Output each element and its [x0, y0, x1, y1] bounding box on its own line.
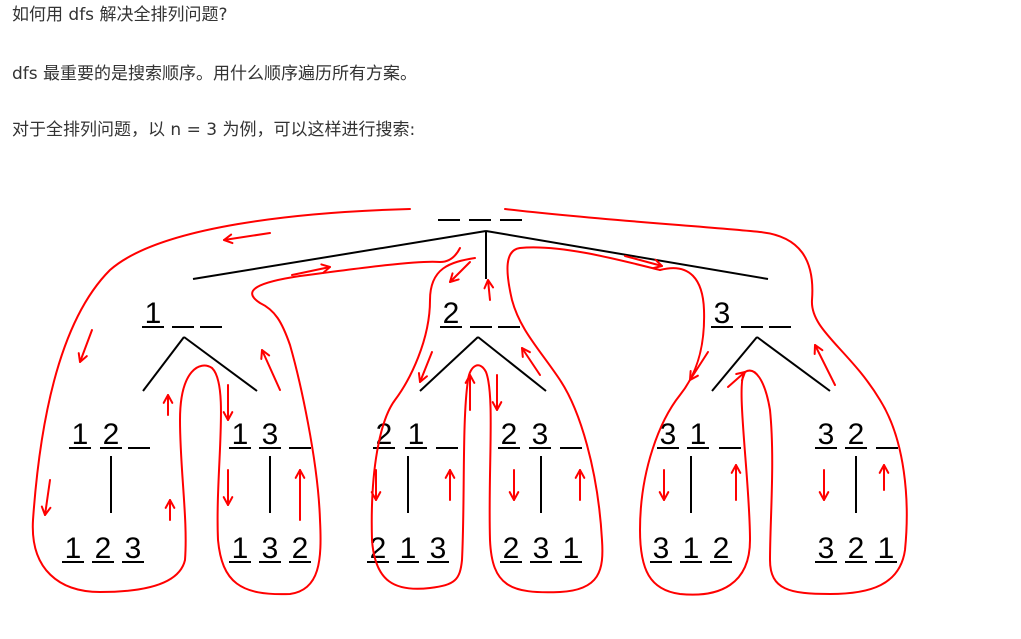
edge-l1-1-right: [183, 336, 258, 392]
edge-l1-1-left: [142, 336, 185, 392]
slot-digit: 1: [690, 418, 707, 451]
slot-digit: 1: [232, 532, 249, 565]
slot-digit: 1: [400, 532, 417, 565]
traversal-direction-arrow: [813, 344, 836, 386]
slot-digit: 1: [683, 532, 700, 565]
traversal-direction-arrow: [77, 329, 93, 363]
slot-digit: 1: [145, 297, 162, 330]
slot-digit: 2: [376, 418, 393, 451]
slot-digit: 3: [714, 297, 731, 330]
traversal-direction-arrow: [294, 469, 306, 521]
edge-root-1: [192, 230, 487, 280]
slot-digit: 2: [292, 532, 309, 565]
slot-digit: 3: [660, 418, 677, 451]
question-heading: 如何用 dfs 解决全排列问题?: [12, 5, 228, 25]
slot-digit: 1: [878, 532, 895, 565]
slot-digit: 2: [848, 532, 865, 565]
traversal-direction-arrow: [222, 384, 234, 421]
level1-node-3: 3: [711, 297, 791, 330]
dfs-traversal-path: [31, 208, 908, 596]
traversal-direction-arrow: [444, 469, 456, 501]
example-paragraph: 对于全排列问题，以 n = 3 为例，可以这样进行搜索:: [12, 120, 416, 140]
search-order-paragraph: dfs 最重要的是搜索顺序。用什么顺序遍历所有方案。: [12, 64, 418, 84]
slot-digit: 3: [430, 532, 447, 565]
traversal-direction-arrow: [508, 469, 520, 501]
slot-digit: 3: [262, 532, 279, 565]
traversal-direction-arrow: [483, 279, 495, 301]
slot-digit: 2: [501, 418, 518, 451]
slot-digit: 2: [95, 532, 112, 565]
dfs-path-subtree-2: [370, 246, 661, 594]
traversal-direction-arrow: [818, 469, 830, 501]
slot-digit: 3: [125, 532, 142, 565]
traversal-direction-arrow: [689, 351, 709, 381]
slot-digit: 1: [65, 532, 82, 565]
traversal-direction-arrow: [164, 499, 176, 521]
edge-l1-2-left: [419, 336, 479, 392]
traversal-direction-arrow: [878, 464, 890, 491]
slot-digit: 3: [818, 532, 835, 565]
slot-digit: 3: [653, 532, 670, 565]
slot-digit: 2: [103, 418, 120, 451]
traversal-direction-arrow: [162, 394, 174, 416]
traversal-direction-arrow: [727, 371, 746, 388]
level1-node-1: 1: [142, 297, 222, 330]
traversal-direction-arrow: [574, 469, 586, 501]
edge-l1-2-right: [477, 336, 547, 392]
edge-l1-3-right: [756, 336, 831, 392]
slot-digit: 2: [713, 532, 730, 565]
slot-digit: 2: [848, 418, 865, 451]
slot-digit: 1: [72, 418, 89, 451]
dfs-path-subtree-1: [31, 208, 461, 596]
slot-digit: 1: [232, 418, 249, 451]
level1-node-2: 2: [440, 297, 520, 330]
traversal-direction-arrow: [730, 464, 742, 501]
slot-digit: 3: [262, 418, 279, 451]
slot-digit: 3: [533, 532, 550, 565]
slot-digit: 3: [818, 418, 835, 451]
slot-digit: 2: [503, 532, 520, 565]
traversal-direction-arrow: [521, 347, 541, 376]
slot-digit: 1: [563, 532, 580, 565]
traversal-direction-arrow: [260, 349, 281, 391]
traversal-direction-arrow: [40, 479, 52, 516]
traversal-direction-arrow: [417, 351, 433, 383]
traversal-direction-arrow: [449, 261, 471, 283]
traversal-direction-arrow: [624, 255, 663, 270]
slot-digit: 3: [532, 418, 549, 451]
edge-root-3: [485, 230, 769, 280]
traversal-direction-arrow: [222, 469, 234, 506]
traversal-direction-arrow: [464, 374, 476, 411]
edge-l1-3-left: [711, 336, 758, 392]
traversal-direction-arrow: [658, 469, 670, 501]
dfs-path-subtree-3: [504, 208, 908, 596]
traversal-direction-arrow: [223, 232, 271, 245]
traversal-direction-arrow: [491, 374, 503, 411]
slot-digit: 1: [408, 418, 425, 451]
traversal-direction-arrow: [370, 469, 382, 501]
tree-edges: [110, 230, 857, 513]
slot-digit: 2: [443, 297, 460, 330]
traversal-direction-arrow: [291, 263, 331, 276]
